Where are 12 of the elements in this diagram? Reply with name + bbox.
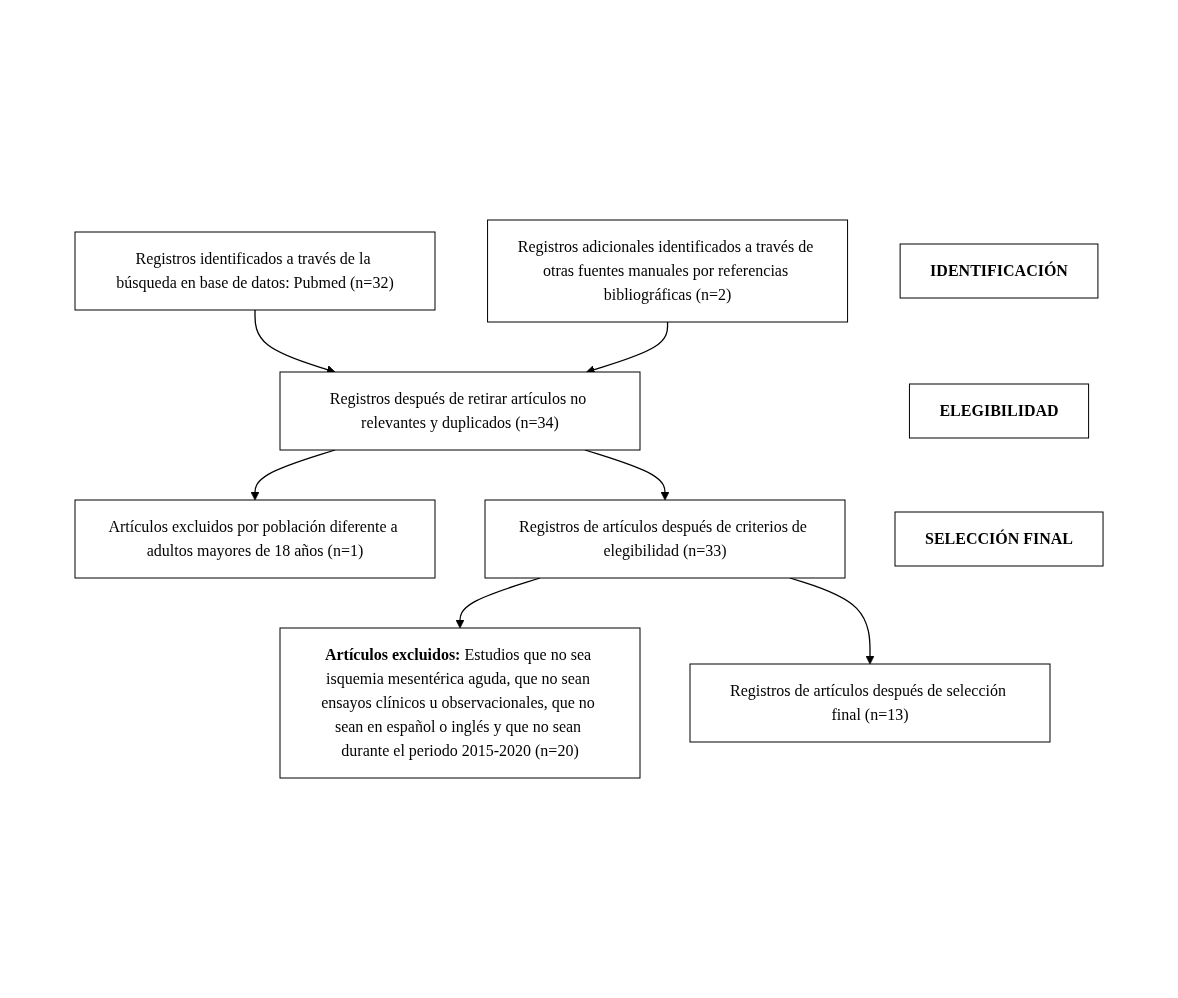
- node-box: SELECCIÓN FINAL: [894, 511, 1104, 567]
- node-box: Registros de artículos después de criterios de elegibilidad (n=33): [484, 499, 846, 579]
- node-box: Artículos excluidos: Estudios que no sea isquemia mesentérica aguda, que no sean ensayos clínicos u observacionales, que no sean en español o inglés y que no sean durante el periodo 2015-2020 (n=20): [279, 627, 641, 779]
- node-box: Registros de artículos después de selección final (n=13): [689, 663, 1051, 743]
- node-box: Registros después de retirar artículos no relevantes y duplicados (n=34): [279, 371, 641, 451]
- node-box: Artículos excluidos por población diferente a adultos mayores de 18 años (n=1): [74, 499, 436, 579]
- node-box: Registros adicionales identificados a través de otras fuentes manuales por referencias bibliográficas (n=2): [487, 219, 849, 323]
- arrow: [254, 309, 336, 374]
- node-box: Registros identificados a través de la búsqueda en base de datos: Pubmed (n=32): [74, 231, 436, 311]
- arrow: [586, 321, 669, 374]
- node-box: ELEGIBILIDAD: [908, 383, 1090, 439]
- node-box: IDENTIFICACIÓN: [899, 243, 1099, 299]
